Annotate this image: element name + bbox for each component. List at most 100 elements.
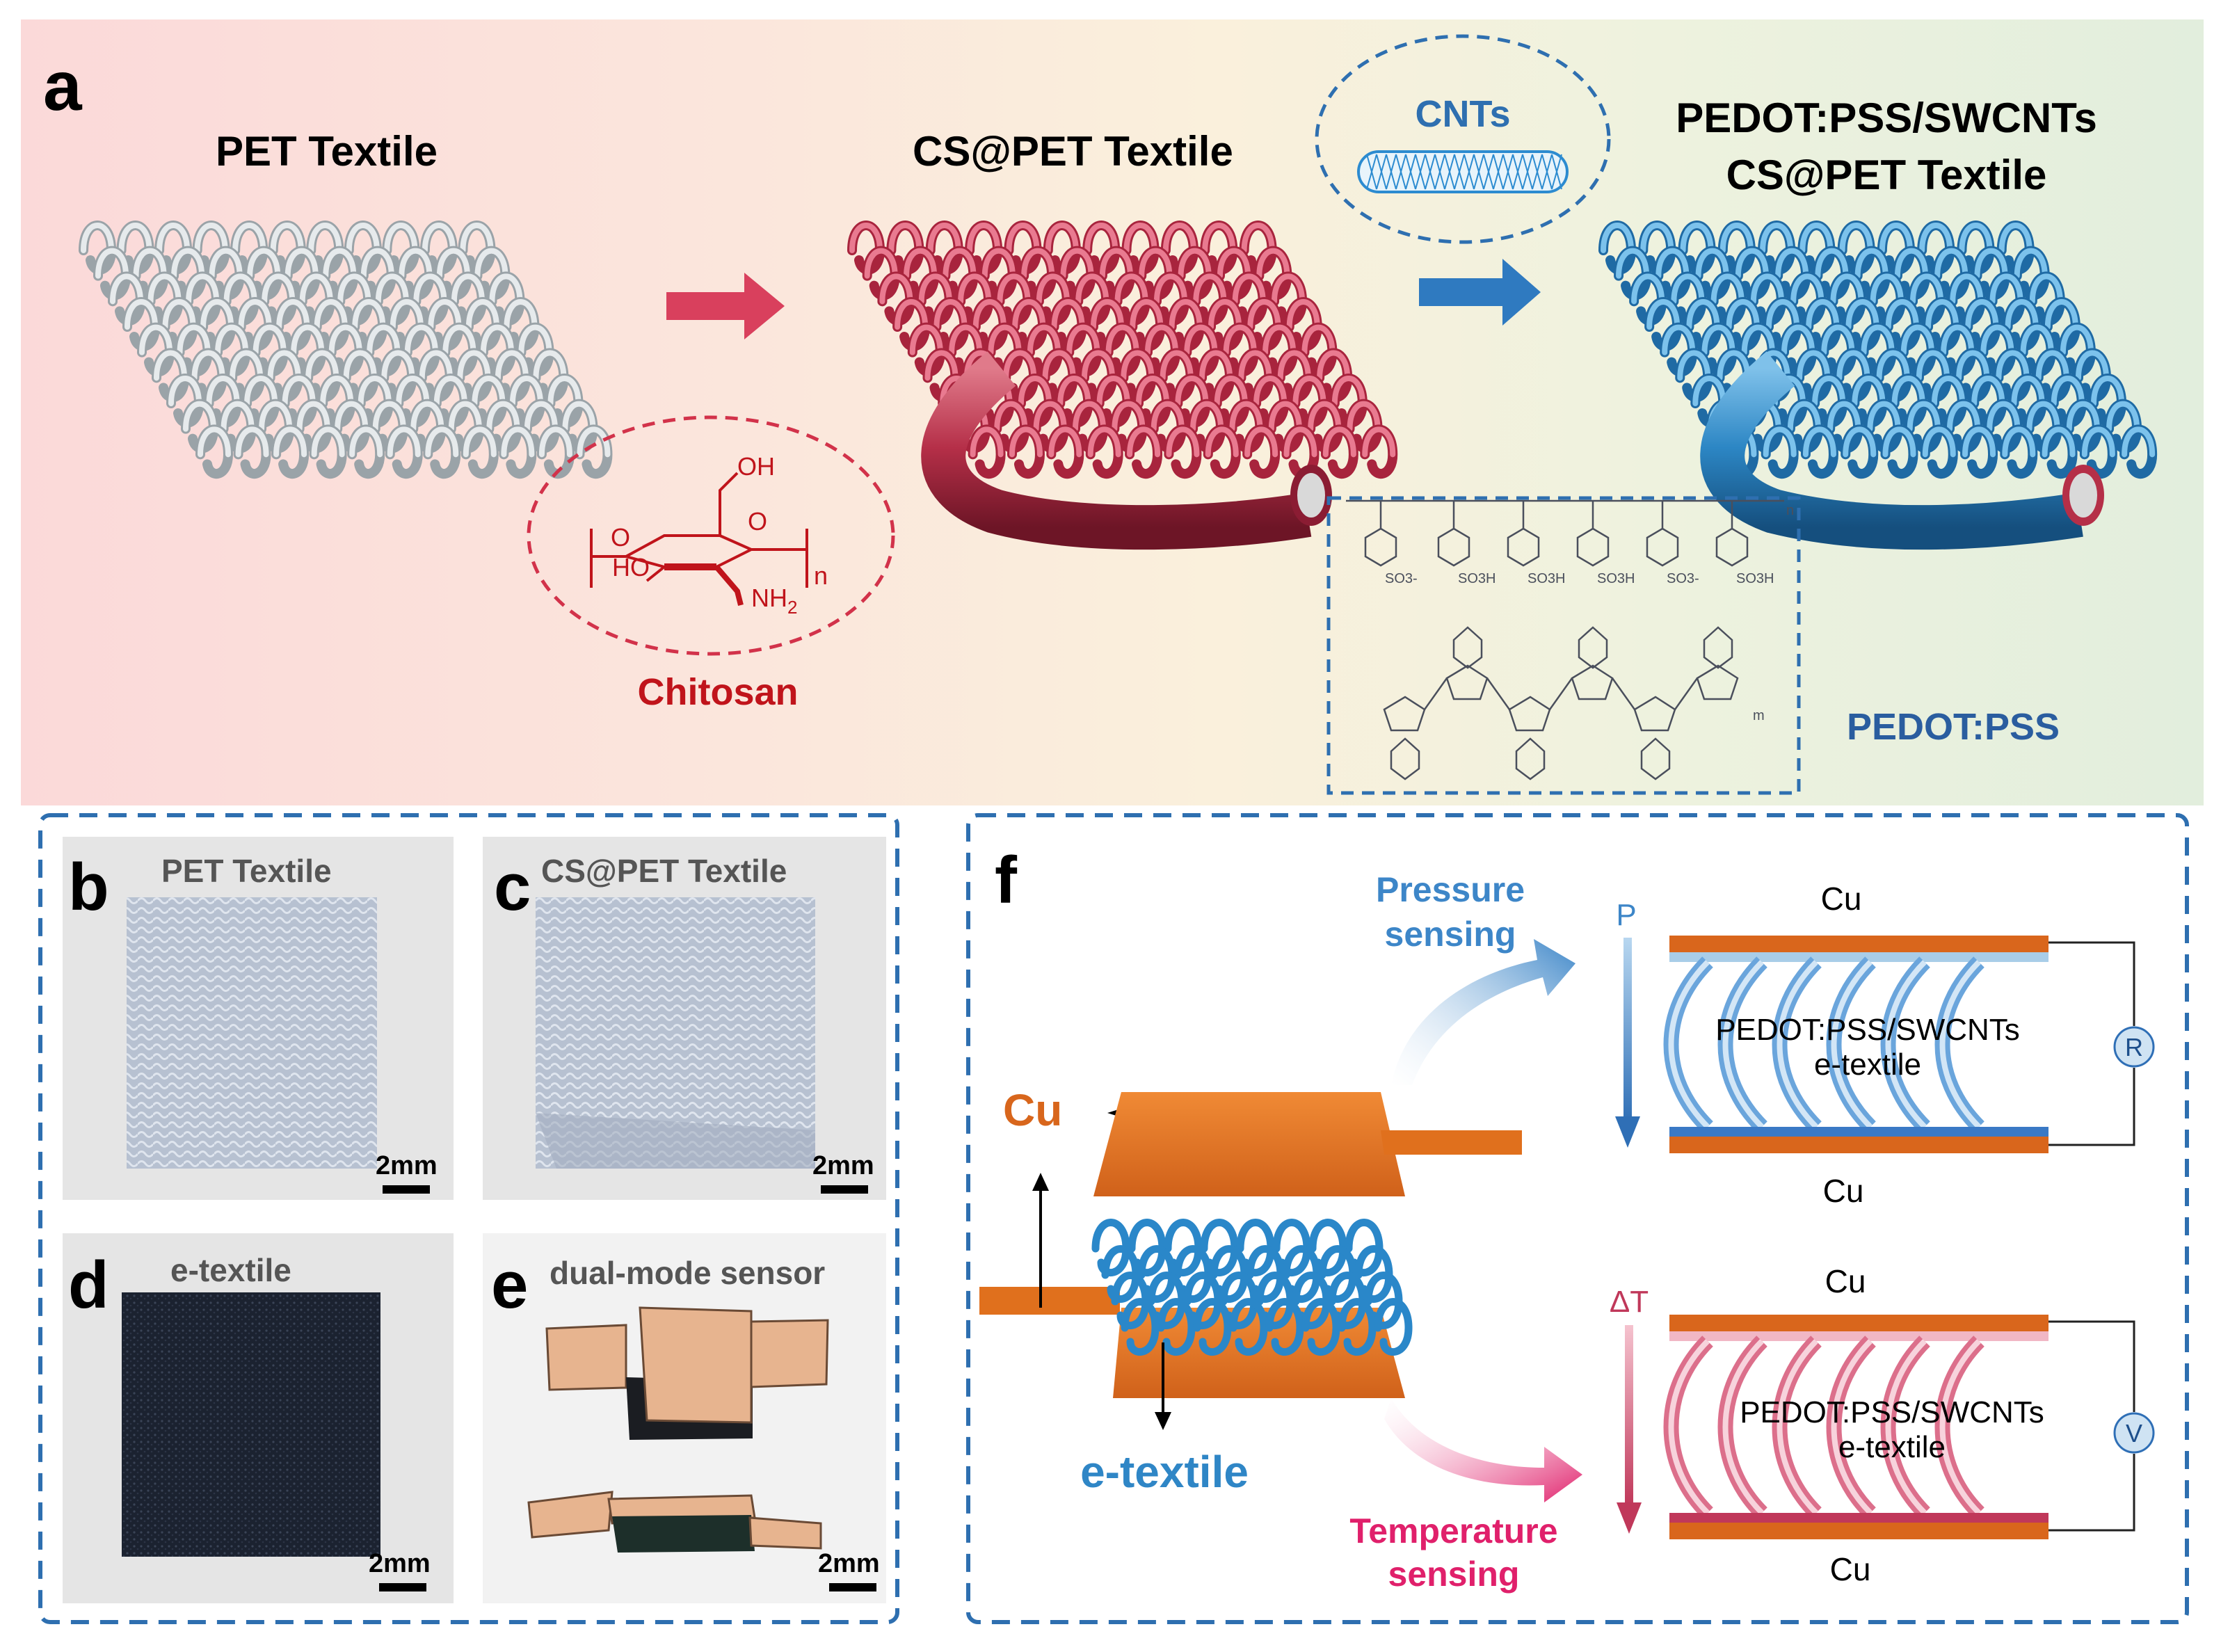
knit-loop-highlight: [1781, 324, 1815, 355]
knit-loop-highlight: [1277, 350, 1311, 381]
knit-loop-highlight: [399, 248, 433, 279]
knit-loop-highlight: [299, 273, 333, 305]
knit-loop-highlight: [419, 350, 453, 381]
sensor-knit-loop: [1265, 1298, 1304, 1356]
knit-loop-highlight: [927, 223, 961, 253]
knit-loop-highlight: [1726, 299, 1760, 330]
knit-loop-highlight: [577, 426, 611, 458]
pedot-fiber-core: [2069, 473, 2097, 518]
knit-loop-highlight: [1301, 324, 1336, 355]
knit-loop-highlight: [463, 426, 497, 458]
pressure-sensing-line1: Pressure: [1376, 870, 1525, 909]
panel-d-scale-label: 2mm: [369, 1549, 431, 1578]
fiber-arc-highlight: [1885, 960, 1927, 1129]
knit-loop-highlight: [1836, 350, 1870, 381]
chitosan-structure: [590, 472, 808, 606]
knit-loop-highlight: [1843, 426, 1877, 458]
knit-loop-highlight: [1750, 273, 1784, 305]
knit-loop-highlight: [472, 376, 506, 406]
knit-loop-highlight: [533, 350, 567, 381]
knit-loop-highlight: [451, 273, 485, 305]
cnt-mesh-line: [1464, 154, 1475, 190]
fiber-arc-highlight: [1777, 1339, 1818, 1515]
temperature-arrowhead: [1617, 1502, 1642, 1534]
knit-loop-highlight: [404, 324, 438, 355]
knit-loop-highlight: [1616, 248, 1650, 279]
knit-loop-highlight: [198, 426, 231, 458]
knit-loop-highlight: [524, 401, 558, 432]
voltage-symbol: [2113, 1412, 2155, 1454]
pressure-fiber-arcs: [1663, 956, 1985, 1132]
dioxane-ring: [1390, 737, 1420, 780]
knit-loop-highlight: [1262, 324, 1297, 355]
knit-loop-highlight: [949, 324, 983, 355]
knit-loop-highlight: [1362, 426, 1396, 458]
cnts-dashed-ellipse: [1315, 34, 1611, 244]
knit-loop-highlight: [186, 273, 220, 305]
knit-loop-highlight: [1894, 248, 1928, 279]
knit-loop-highlight: [2044, 299, 2078, 330]
knit-loop-highlight: [1870, 273, 1904, 305]
panel-f-letter: f: [995, 843, 1018, 917]
pedot-pss-dashed-box: [1326, 496, 1801, 795]
knit-loop-highlight: [2014, 248, 2048, 279]
knit-loop-highlight: [918, 273, 952, 305]
knit-loop-highlight: [442, 324, 476, 355]
knit-loop-highlight: [1717, 350, 1751, 381]
knit-loop-highlight: [232, 223, 266, 253]
thiophene-ring: [1508, 696, 1551, 732]
knit-loop-highlight: [1033, 401, 1067, 432]
knit-loop-highlight: [133, 248, 167, 279]
thiophene-ring: [1696, 664, 1739, 700]
cnt-mesh-line: [1502, 154, 1514, 190]
cnt-mesh-line: [1493, 154, 1504, 190]
knit-loop-highlight: [235, 426, 269, 458]
bottom-schematic-lower-cu: [1669, 1523, 2048, 1539]
bottom-schematic-cu-top: Cu: [1825, 1263, 1866, 1299]
knit-loop-highlight: [282, 376, 316, 406]
knit-loop-highlight: [1114, 273, 1148, 305]
knit-loop-highlight: [262, 273, 296, 305]
knit-loop-highlight: [1169, 299, 1203, 330]
cnt-mesh-line: [1405, 154, 1416, 190]
knit-loop-highlight: [1763, 426, 1797, 458]
knit-loop-highlight: [1253, 376, 1288, 406]
knit-loop-highlight: [95, 248, 129, 279]
bottom-schematic-lower-film: [1669, 1513, 2048, 1523]
top-cu-electrode: [1093, 1092, 1405, 1196]
top-schematic-upper-cu: [1669, 936, 2048, 952]
knit-loop-highlight: [360, 248, 394, 279]
knit-loop-highlight: [1867, 401, 1901, 432]
knit-loop-highlight: [1130, 299, 1164, 330]
knit-loop-highlight: [888, 223, 922, 253]
resistance-symbol: [2113, 1026, 2155, 1068]
blue-process-arrow: [1419, 259, 1541, 326]
knit-loop-highlight: [1121, 350, 1155, 381]
fiber-arc-highlight: [1777, 960, 1818, 1129]
knit-loop-highlight: [206, 376, 240, 406]
knit-loop-highlight: [547, 376, 582, 406]
knit-loop-highlight: [1686, 299, 1720, 330]
knit-loop-highlight: [422, 223, 456, 253]
cnt-mesh-line: [1473, 154, 1484, 190]
cnt-mesh-line: [1532, 154, 1543, 190]
knit-loop-highlight: [1827, 401, 1861, 432]
cnt-mesh-line: [1395, 154, 1406, 190]
knit-loop-highlight: [314, 299, 348, 330]
knit-loop-highlight: [2002, 426, 2036, 458]
knit-loop-highlight: [1208, 299, 1242, 330]
knit-loop-highlight: [1190, 401, 1224, 432]
knit-loop-highlight: [1286, 299, 1320, 330]
knit-loop-highlight: [1003, 350, 1037, 381]
knit-loop-highlight: [425, 426, 459, 458]
sensor-knit-loop: [1121, 1298, 1160, 1356]
fiber-arc-highlight: [1939, 960, 1981, 1129]
knit-loop-highlight: [1184, 324, 1218, 355]
knit-loop-highlight: [1735, 248, 1769, 279]
dioxane-ring: [1703, 626, 1733, 669]
knit-loop-highlight: [1765, 299, 1799, 330]
cnt-mesh-line: [1366, 154, 1377, 190]
knit-loop-highlight: [1072, 401, 1106, 432]
knit-loop-highlight: [1692, 376, 1726, 406]
